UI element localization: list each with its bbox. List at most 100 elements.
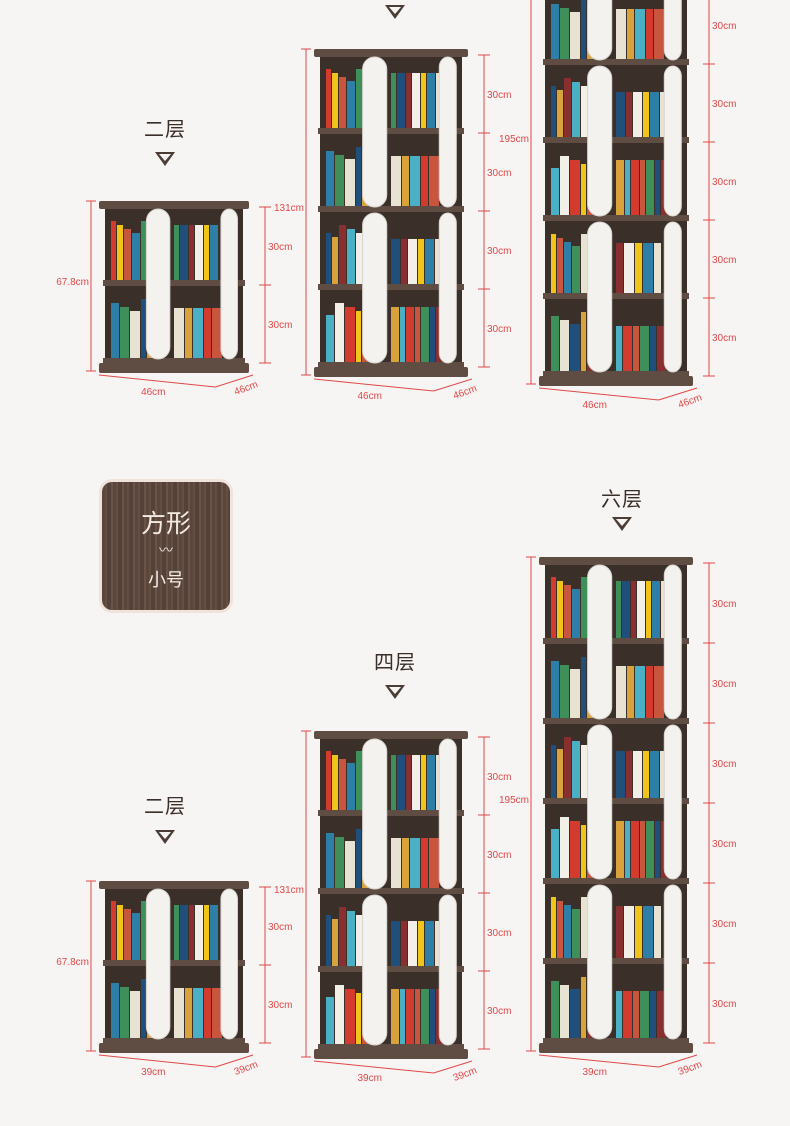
book — [174, 308, 184, 359]
shelf-board — [543, 798, 689, 804]
book — [130, 991, 140, 1039]
book — [425, 921, 434, 967]
book — [400, 307, 405, 363]
bookshelf-unit: 195cm30cm30cm30cm30cm30cm30cm46cm46cm — [499, 0, 736, 411]
white-side-panel — [220, 208, 238, 360]
tier-height-label: 30cm — [712, 21, 736, 32]
book — [174, 225, 179, 281]
book — [654, 906, 661, 959]
book — [391, 73, 396, 129]
down-arrow-icon — [612, 517, 632, 531]
book — [391, 307, 399, 363]
book — [406, 73, 411, 129]
book — [564, 905, 571, 959]
tier-height-label: 30cm — [712, 177, 736, 188]
white-side-panel — [362, 894, 388, 1046]
book — [624, 243, 634, 294]
top-plate — [99, 881, 249, 889]
rotating-base — [99, 363, 249, 373]
book — [646, 821, 654, 879]
total-height-label: 195cm — [499, 795, 529, 806]
book — [551, 897, 556, 959]
book — [210, 225, 218, 281]
book — [335, 303, 344, 363]
shelf-board — [543, 215, 689, 221]
book — [356, 311, 361, 363]
book — [564, 78, 571, 138]
shelf-board — [318, 888, 464, 894]
book — [616, 581, 621, 639]
book — [631, 821, 639, 879]
white-side-panel — [438, 56, 457, 208]
white-side-panel — [438, 738, 457, 890]
book — [130, 311, 140, 359]
book — [402, 156, 409, 207]
white-side-panel — [438, 894, 457, 1046]
tier-height-label: 30cm — [712, 839, 736, 850]
white-side-panel — [362, 212, 388, 364]
book — [654, 243, 661, 294]
book — [421, 755, 426, 811]
book — [626, 751, 632, 799]
white-side-panel — [663, 221, 682, 373]
book — [623, 326, 632, 372]
book — [650, 991, 656, 1039]
book — [581, 0, 586, 60]
book — [189, 225, 194, 281]
book — [640, 991, 649, 1039]
book — [418, 239, 424, 285]
book — [180, 905, 188, 961]
width-dimension-line — [538, 387, 659, 401]
book — [560, 320, 569, 372]
book — [650, 92, 659, 138]
book — [650, 326, 656, 372]
depth-label: 39cm — [233, 1059, 260, 1078]
book — [204, 905, 209, 961]
book — [356, 993, 361, 1045]
tier-height-label: 30cm — [487, 928, 511, 939]
book — [560, 817, 569, 879]
book — [406, 989, 414, 1045]
tier-height-label: 30cm — [487, 772, 511, 783]
book — [640, 326, 649, 372]
down-arrow-icon — [155, 152, 175, 166]
tier-height-label: 30cm — [712, 333, 736, 344]
book — [616, 9, 626, 60]
book — [427, 755, 435, 811]
book — [429, 156, 439, 207]
book — [111, 983, 119, 1039]
tier-height-label: 30cm — [712, 759, 736, 770]
white-side-panel — [362, 56, 388, 208]
depth-label: 39cm — [452, 1065, 479, 1084]
tier-height-label: 30cm — [487, 324, 511, 335]
book — [637, 581, 645, 639]
rotating-base — [314, 1049, 468, 1059]
book — [193, 308, 203, 359]
book — [400, 989, 405, 1045]
book — [124, 229, 131, 281]
book — [581, 745, 590, 799]
book — [616, 326, 622, 372]
book — [581, 234, 590, 294]
down-arrow-icon — [155, 830, 175, 844]
book — [408, 239, 417, 285]
book — [421, 989, 429, 1045]
book — [326, 751, 331, 811]
book — [408, 921, 417, 967]
tier-height-label: 30cm — [487, 246, 511, 257]
book — [332, 755, 338, 811]
tier-height-label: 30cm — [712, 919, 736, 930]
shelf-board — [103, 960, 245, 966]
book — [627, 666, 634, 719]
book — [564, 737, 571, 799]
book — [391, 989, 399, 1045]
book — [189, 905, 194, 961]
shelf-board — [318, 284, 464, 290]
book — [633, 92, 642, 138]
shelf-board — [318, 362, 464, 368]
down-arrow-icon — [385, 685, 405, 699]
white-side-panel — [663, 564, 682, 720]
